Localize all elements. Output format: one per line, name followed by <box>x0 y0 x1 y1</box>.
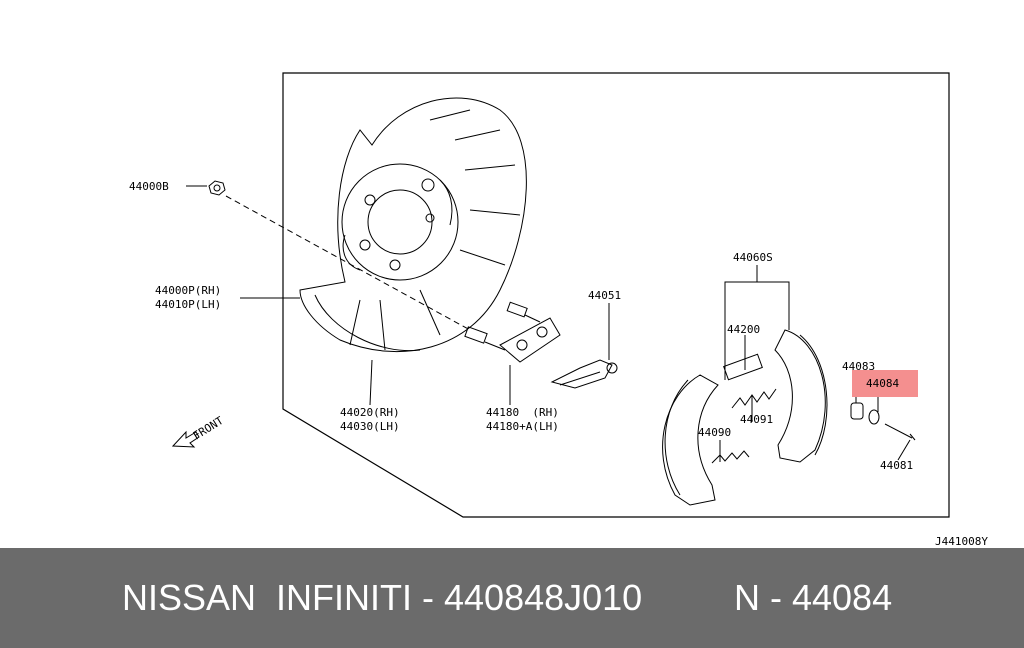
highlight-box <box>852 370 918 397</box>
retainer-parts <box>850 402 916 441</box>
springs <box>711 353 777 464</box>
parts-diagram: 44000B 44000P(RH) 44010P(LH) 44020(RH) 4… <box>129 72 988 548</box>
brake-shoes <box>662 329 828 506</box>
footer-bar: NISSAN INFINITI - 440848J010 N - 44084 <box>0 548 1024 648</box>
footer-part-code: N - 44084 <box>734 577 893 618</box>
label-44060s: 44060S <box>733 251 773 264</box>
label-44091: 44091 <box>740 413 773 426</box>
nut-center-dashed-line <box>225 195 471 331</box>
label-44010p: 44010P(LH) <box>155 298 221 311</box>
label-front: FRONT <box>191 414 226 443</box>
front-arrow-icon <box>171 430 200 448</box>
label-44030: 44030(LH) <box>340 420 400 433</box>
label-44200: 44200 <box>727 323 760 336</box>
footer-brand-part-number: NISSAN INFINITI - 440848J010 <box>122 577 643 618</box>
diagram-code: J441008Y <box>935 535 988 548</box>
label-44051: 44051 <box>588 289 621 302</box>
label-44084: 44084 <box>866 377 899 390</box>
label-44020: 44020(RH) <box>340 406 400 419</box>
label-44090: 44090 <box>698 426 731 439</box>
leader-lines <box>186 185 911 462</box>
label-44083: 44083 <box>842 360 875 373</box>
label-44081: 44081 <box>880 459 913 472</box>
diagram-frame <box>282 72 950 518</box>
adjuster-44180 <box>464 301 561 363</box>
label-44180: 44180 (RH) <box>486 406 559 419</box>
nut-44000b <box>208 180 226 196</box>
label-44000p: 44000P(RH) <box>155 284 221 297</box>
lever-44051 <box>550 359 618 389</box>
label-44180a: 44180+A(LH) <box>486 420 559 433</box>
label-44000b: 44000B <box>129 180 169 193</box>
backing-plate <box>299 97 527 352</box>
